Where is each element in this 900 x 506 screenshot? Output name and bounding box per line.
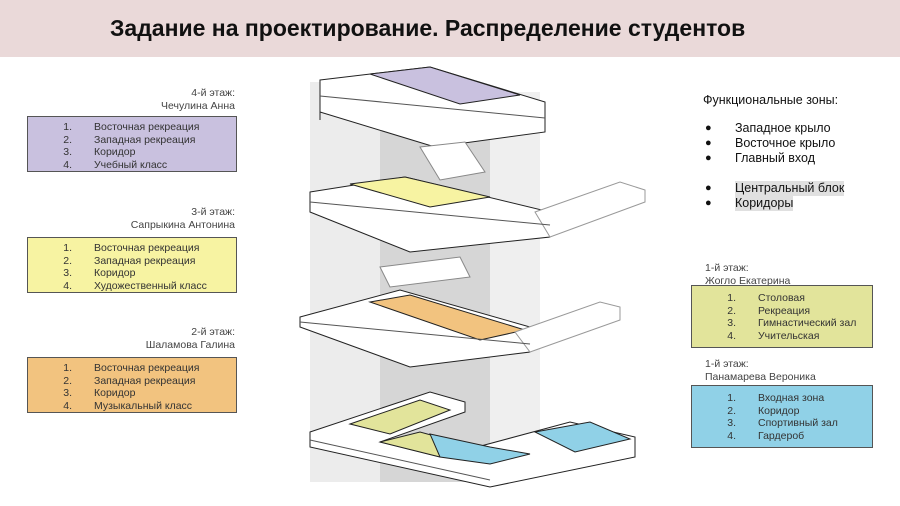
- floor3-label: 3-й этаж:Сапрыкина Антонина: [130, 206, 235, 231]
- floor2-label: 2-й этаж:Шаламова Галина: [145, 326, 235, 351]
- floor1-plan: [309, 391, 636, 488]
- zone-item: ●Западное крыло: [705, 121, 831, 135]
- zone-item: ●Восточное крыло: [705, 136, 836, 150]
- floor2-plan: [299, 256, 621, 368]
- page-title: Задание на проектирование. Распределение…: [110, 15, 746, 41]
- stair-core-right: [490, 92, 540, 462]
- floor3-plan: [309, 141, 646, 253]
- zone-item: ●Коридоры: [705, 196, 794, 211]
- title-bar: [0, 0, 900, 57]
- floor1b-label: 1-й этаж:Панамарева Вероника: [705, 358, 816, 383]
- building-axonometry: [299, 66, 646, 488]
- zones-heading: Функциональные зоны:: [703, 93, 839, 107]
- floor4-plan: [319, 66, 546, 155]
- floor4-label: 4-й этаж:Чечулина Анна: [161, 87, 235, 112]
- floor1a-label: 1-й этаж:Жогло Екатерина: [705, 262, 791, 287]
- zone-item: ●Главный вход: [705, 151, 816, 165]
- zone-item: ●Центральный блок: [705, 181, 845, 196]
- functional-zones: Функциональные зоны: ●Западное крыло ●Во…: [703, 93, 845, 211]
